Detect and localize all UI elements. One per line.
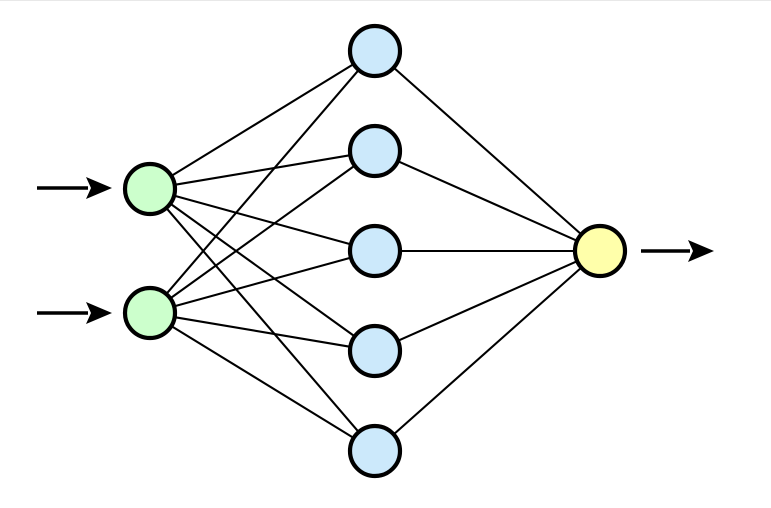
hidden-layer-node-4-circle[interactable]: [347, 323, 403, 379]
edge-i1-h1: [169, 62, 356, 178]
arrows-group: [37, 177, 714, 324]
edge-i1-h4: [168, 201, 357, 339]
node-h4[interactable]: [347, 323, 403, 379]
edge-i1-h2: [172, 153, 353, 187]
node-h5[interactable]: [347, 423, 403, 479]
node-h3[interactable]: [347, 223, 403, 279]
hidden-layer-node-2-circle[interactable]: [347, 123, 403, 179]
input-arrow-top-head: [86, 177, 112, 199]
edge-h4-o1: [396, 259, 579, 343]
edge-i2-h5: [169, 324, 356, 440]
node-o1[interactable]: [572, 223, 628, 279]
node-i1[interactable]: [122, 161, 178, 217]
output-arrow-head: [688, 240, 714, 262]
input-layer-node-2-circle[interactable]: [122, 285, 178, 341]
nodes-group: [122, 23, 628, 479]
node-h1[interactable]: [347, 23, 403, 79]
output-layer-node-1-circle[interactable]: [572, 223, 628, 279]
edge-i2-h3: [172, 256, 353, 308]
edge-i2-h1: [164, 68, 361, 296]
node-h2[interactable]: [347, 123, 403, 179]
edge-i2-h4: [172, 315, 353, 349]
edge-i2-h2: [168, 163, 357, 301]
node-i2[interactable]: [122, 285, 178, 341]
hidden-layer-node-3-circle[interactable]: [347, 223, 403, 279]
edge-h2-o1: [396, 159, 579, 243]
hidden-layer-node-5-circle[interactable]: [347, 423, 403, 479]
input-arrow-bottom-head: [86, 302, 112, 324]
hidden-layer-node-1-circle[interactable]: [347, 23, 403, 79]
edges-group: [164, 62, 584, 440]
edge-i1-h3: [172, 194, 353, 246]
edge-i1-h5: [164, 206, 361, 434]
edge-h1-o1: [391, 65, 584, 237]
edge-h5-o1: [391, 265, 584, 437]
input-layer-node-1-circle[interactable]: [122, 161, 178, 217]
